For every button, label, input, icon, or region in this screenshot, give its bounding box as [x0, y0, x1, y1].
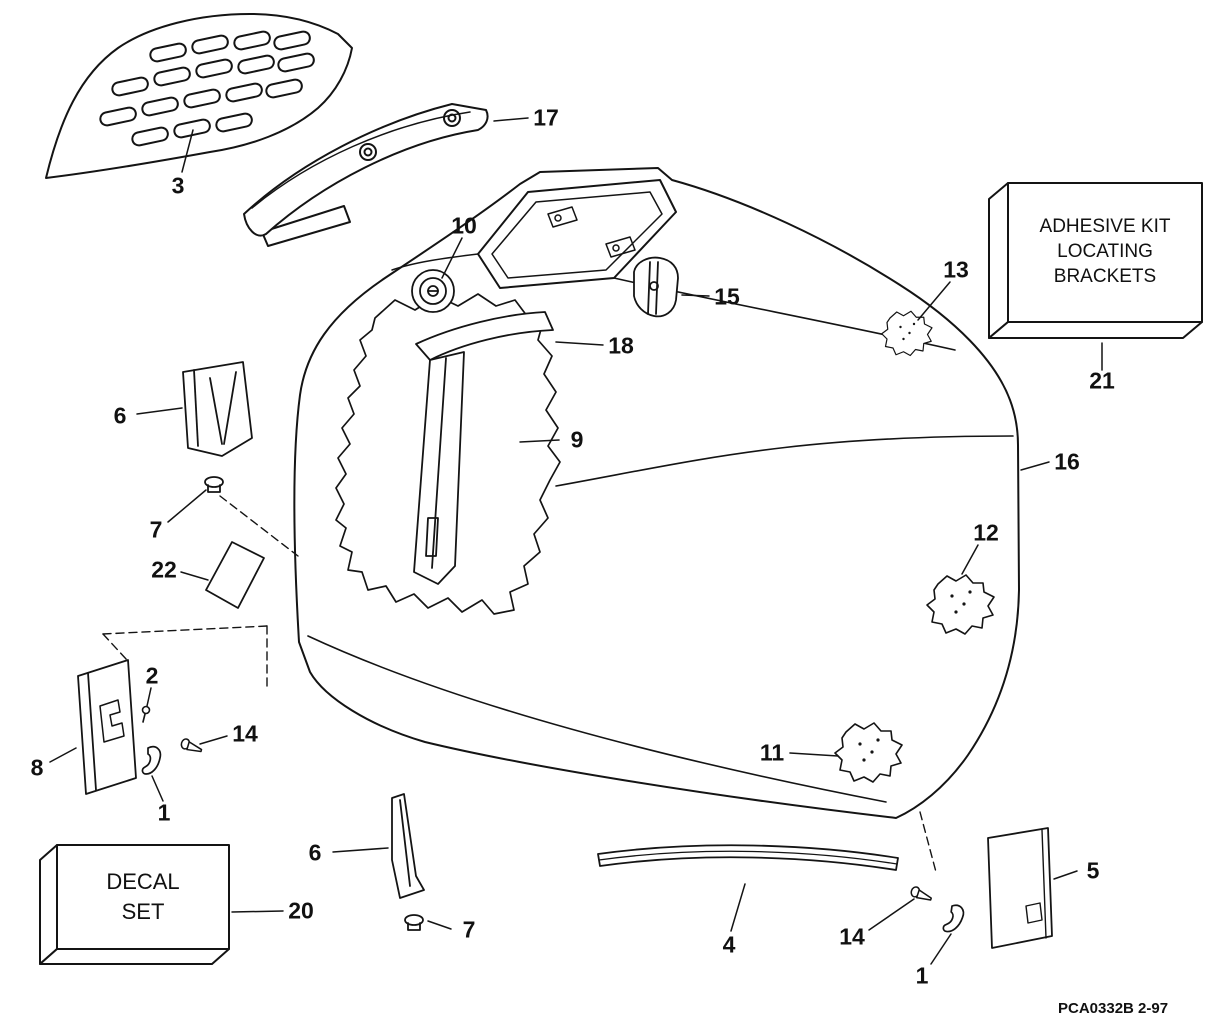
decal-set-line1: DECAL [106, 869, 180, 895]
grommet-part7-lower [404, 914, 424, 931]
decal-set-box-outline [39, 844, 230, 965]
callout-18: 18 [608, 332, 634, 359]
dashed-alignment-lines [102, 495, 937, 873]
adhesive-kit-box-outline [988, 182, 1203, 339]
callout-14-right: 14 [839, 923, 865, 950]
shim-part22 [205, 541, 265, 609]
clip-part1-right [942, 904, 965, 933]
grommet-part10 [411, 269, 455, 313]
grommet-part7-upper [204, 476, 224, 493]
hatch-opening [391, 179, 677, 289]
adhesive-kit-line2: LOCATING [1057, 241, 1153, 263]
intake-grille-part3 [45, 13, 353, 179]
bracket-part6-upper [182, 361, 253, 457]
callout-14-left: 14 [232, 720, 258, 747]
decal-set-line2: SET [121, 899, 165, 924]
callout-21: 21 [1089, 367, 1115, 394]
callout-22: 22 [151, 556, 177, 583]
callout-13: 13 [943, 256, 969, 283]
bracket-part6-lower [391, 793, 425, 899]
callout-2: 2 [145, 662, 159, 689]
screw-part14-left [180, 738, 203, 753]
clip-part1-left [141, 745, 162, 775]
pin-part2 [141, 705, 151, 723]
support-bracket-part17 [243, 103, 489, 247]
callout-17: 17 [533, 104, 559, 131]
bracket-part8 [77, 659, 137, 795]
air-duct-part18 [413, 311, 554, 585]
decal-set-label: DECAL SET [57, 845, 229, 949]
locating-pad-part12 [926, 574, 995, 635]
callout-1-right: 1 [915, 962, 929, 989]
locating-pad-part11 [834, 722, 903, 783]
callout-6-upper: 6 [113, 402, 127, 429]
adhesive-kit-line3: BRACKETS [1053, 265, 1157, 287]
callout-7-lower: 7 [462, 916, 476, 943]
callout-10: 10 [451, 212, 477, 239]
callout-4: 4 [722, 931, 736, 958]
callout-12: 12 [973, 519, 999, 546]
callout-15: 15 [714, 283, 740, 310]
adhesive-kit-label: ADHESIVE KIT LOCATING BRACKETS [1008, 183, 1202, 322]
plate-part5 [987, 827, 1053, 949]
latch-part15 [633, 256, 679, 318]
callout-16: 16 [1054, 448, 1080, 475]
leader-lines [49, 117, 1103, 965]
callout-1-left: 1 [157, 799, 171, 826]
bracket-pad-part13 [881, 310, 933, 357]
callout-3: 3 [171, 172, 185, 199]
callout-6-lower: 6 [308, 839, 322, 866]
callout-9: 9 [570, 426, 584, 453]
seal-strip-part4 [597, 844, 899, 871]
adhesive-kit-line1: ADHESIVE KIT [1039, 216, 1171, 238]
callout-20: 20 [288, 897, 314, 924]
screw-part14-right [910, 886, 932, 901]
callout-7-upper: 7 [149, 516, 163, 543]
callout-11: 11 [759, 739, 785, 766]
callout-8: 8 [30, 754, 44, 781]
callout-5: 5 [1086, 857, 1100, 884]
drawing-code: PCA0332B 2-97 [1058, 1000, 1169, 1017]
